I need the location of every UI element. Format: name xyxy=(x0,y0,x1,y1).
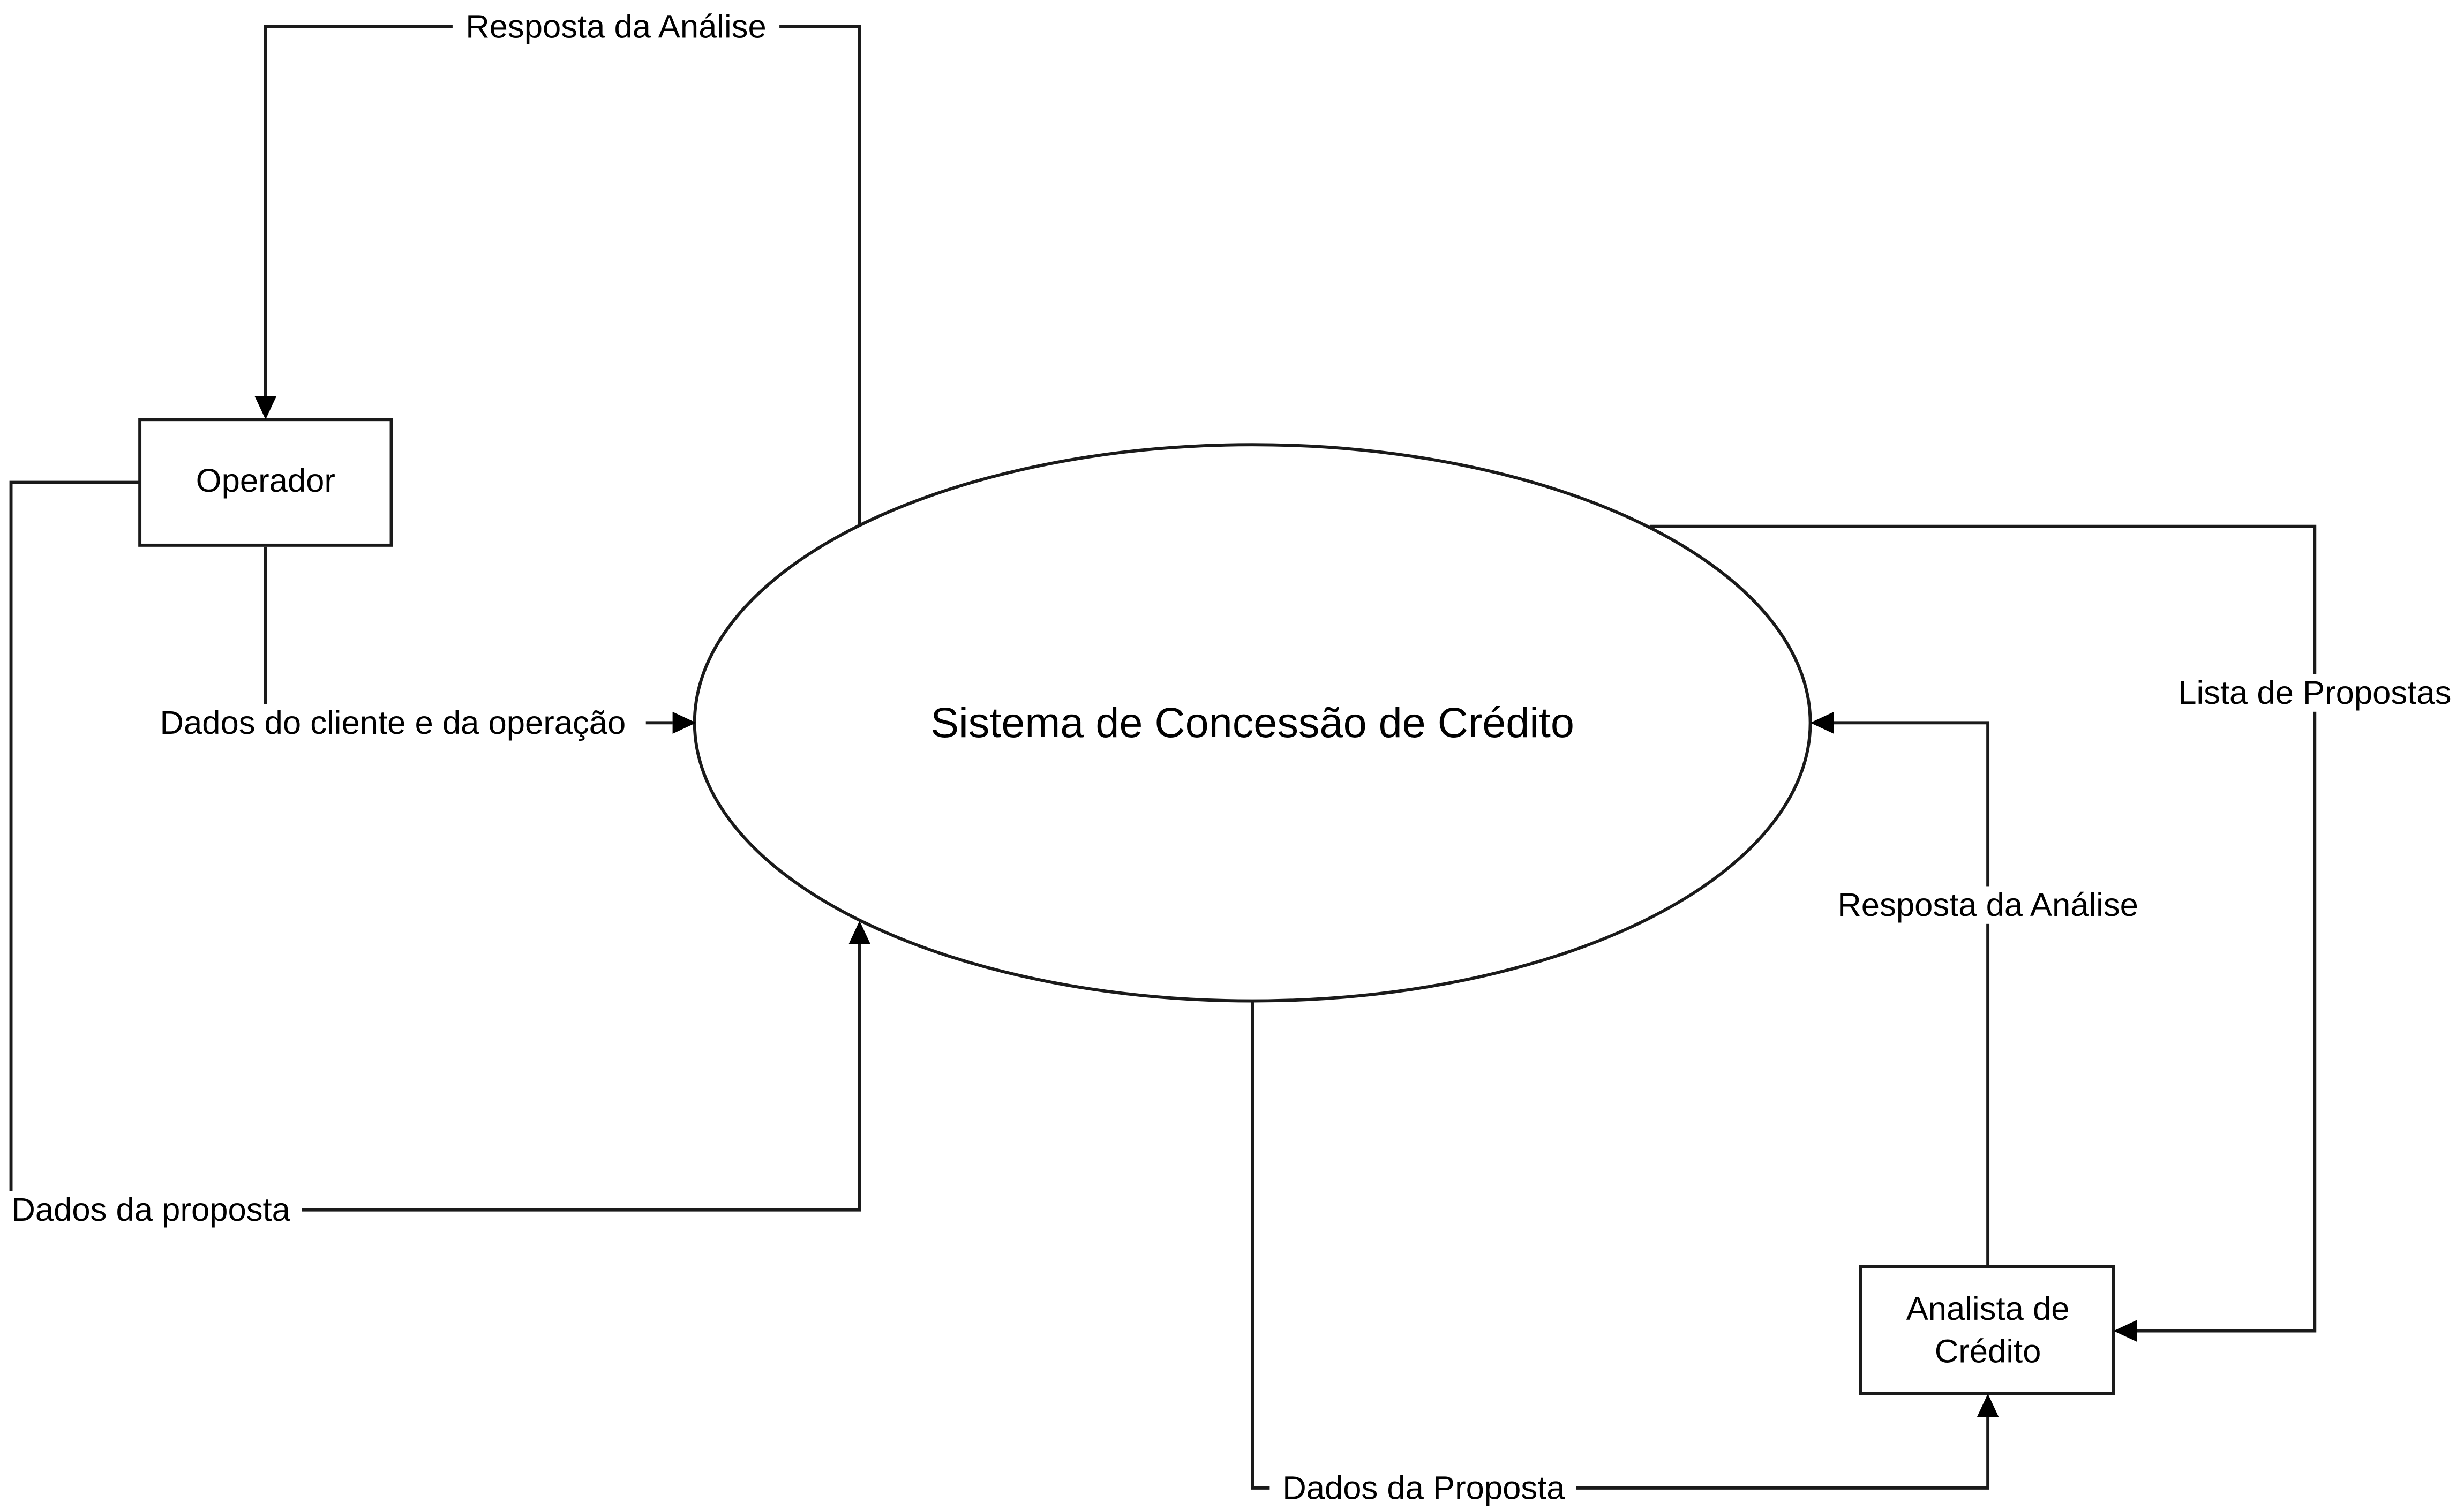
arrowheads xyxy=(254,396,2137,1417)
flow-label-dados-proposta-operador: Dados da proposta xyxy=(11,1191,290,1228)
arrowhead-down-operador xyxy=(254,396,277,420)
process-title: Sistema de Concessão de Crédito xyxy=(930,698,1574,746)
flow-label-dados-proposta-analista: Dados da Proposta xyxy=(1282,1469,1565,1506)
analista-box xyxy=(1859,1265,2115,1395)
arrowhead-right-process xyxy=(672,711,696,734)
flow-line-resposta-analista xyxy=(1834,721,1990,1267)
flow-label-dados-cliente: Dados do cliente e da operação xyxy=(160,704,626,741)
label-backgrounds xyxy=(0,9,2463,1507)
analista-label-line2: Crédito xyxy=(1935,1333,2041,1370)
operador-box xyxy=(138,418,393,547)
flow-label-resposta-analista: Resposta da Análise xyxy=(1837,887,2138,923)
flow-line-lista-propostas xyxy=(1650,524,2317,1333)
operador-label: Operador xyxy=(196,462,335,499)
flow-line-dados-proposta-analista xyxy=(1251,1002,1990,1490)
flow-line-dados-proposta-operador xyxy=(9,480,861,1212)
arrowhead-up-process xyxy=(848,920,871,944)
arrowhead-up-analista xyxy=(1977,1393,1999,1417)
arrowhead-left-process xyxy=(1810,711,1834,734)
flow-label-lista-propostas: Lista de Propostas xyxy=(2178,674,2451,711)
flow-line-dados-cliente xyxy=(264,546,673,725)
arrowhead-left-analista xyxy=(2113,1320,2137,1342)
flow-label-resposta-operador: Resposta da Análise xyxy=(465,8,767,45)
analista-label-line1: Analista de xyxy=(1906,1290,2070,1327)
